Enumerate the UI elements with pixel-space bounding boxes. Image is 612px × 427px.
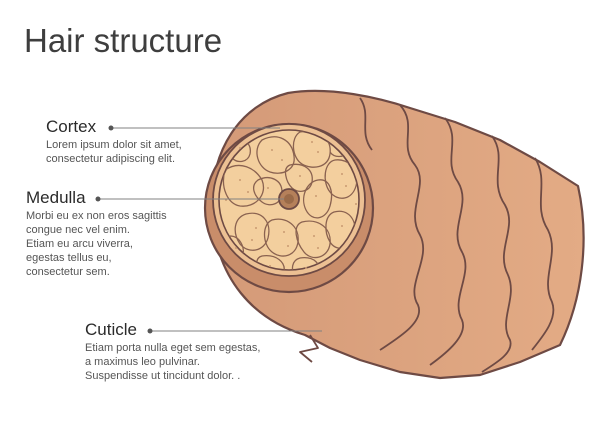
cuticle-scales <box>299 97 555 373</box>
leader-lines <box>98 127 322 332</box>
cortex-leader-dot <box>108 125 114 131</box>
medulla-description: Morbi eu ex non eros sagittis congue nec… <box>26 210 167 278</box>
cuticle-leader-dot <box>147 328 153 334</box>
medulla-label: Medulla <box>26 188 86 207</box>
cuticle-description: Etiam porta nulla eget sem egestas, a ma… <box>85 342 261 382</box>
cortex-label: Cortex <box>46 117 97 136</box>
medulla-leader-dot <box>95 196 101 202</box>
page-title: Hair structure <box>24 22 223 59</box>
cortex-description: Lorem ipsum dolor sit amet, consectetur … <box>46 139 182 165</box>
cuticle-label: Cuticle <box>85 320 137 339</box>
